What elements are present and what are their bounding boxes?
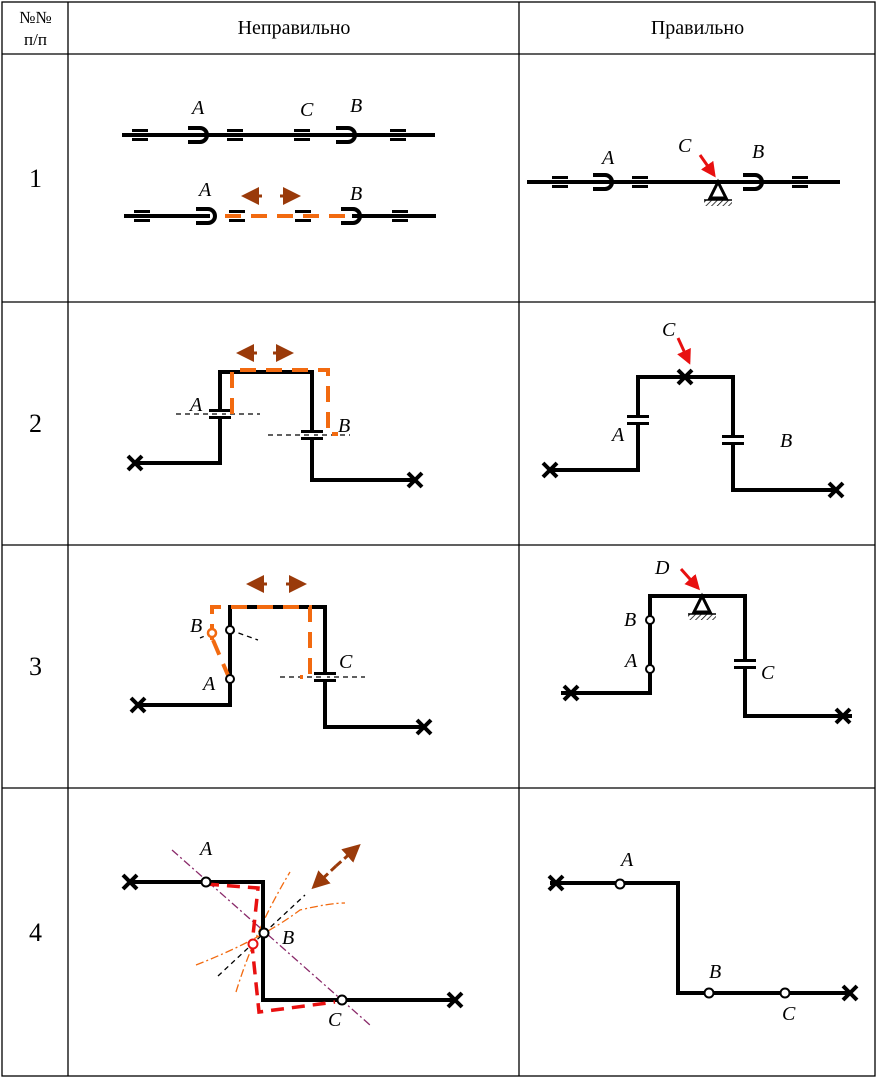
- row-number-3: 3: [29, 652, 42, 681]
- row4-right-diagram: A B C: [547, 849, 859, 1025]
- label-c: C: [300, 99, 314, 121]
- row3-wrong-diagram: B A C: [129, 575, 433, 736]
- label-c: C: [328, 1009, 342, 1031]
- row4-wrong-diagram: A B C: [121, 838, 464, 1031]
- header-right-col: Правильно: [650, 17, 745, 39]
- label-c: C: [678, 135, 692, 157]
- label-a: A: [188, 394, 203, 416]
- header-number-col: №№ п/п: [3, 3, 68, 54]
- label-a: A: [619, 849, 634, 871]
- label-b: B: [350, 183, 362, 205]
- row1-wrong-diagram: A C B A B: [122, 95, 436, 225]
- label-b: B: [752, 141, 764, 163]
- row-number-1: 1: [29, 163, 42, 193]
- label-c: C: [761, 662, 775, 684]
- row-number-2: 2: [29, 409, 42, 438]
- label-c: C: [782, 1003, 796, 1025]
- row2-right-diagram: C A B: [541, 319, 845, 499]
- header-wrong-col: Неправильно: [237, 17, 351, 39]
- label-b: B: [282, 927, 294, 949]
- row-number-4: 4: [29, 917, 42, 947]
- label-c: C: [662, 319, 676, 341]
- label-b: B: [350, 95, 362, 117]
- label-a: A: [600, 147, 615, 169]
- header-number-text: №№ п/п: [19, 7, 52, 49]
- label-a: A: [198, 838, 213, 860]
- label-b: B: [709, 961, 721, 983]
- label-b: B: [780, 430, 792, 452]
- row1-right-diagram: A C B: [527, 135, 840, 208]
- label-a: A: [190, 97, 205, 119]
- label-c: C: [339, 651, 353, 673]
- label-d: D: [654, 557, 670, 579]
- label-b: B: [624, 609, 636, 631]
- label-b: B: [338, 415, 350, 437]
- row3-right-diagram: D B A C: [561, 557, 852, 725]
- label-a: A: [610, 424, 625, 446]
- label-a: A: [623, 650, 638, 672]
- label-a: A: [197, 179, 212, 201]
- row2-wrong-diagram: A B: [126, 344, 424, 489]
- label-b: B: [190, 615, 202, 637]
- label-a: A: [201, 673, 216, 695]
